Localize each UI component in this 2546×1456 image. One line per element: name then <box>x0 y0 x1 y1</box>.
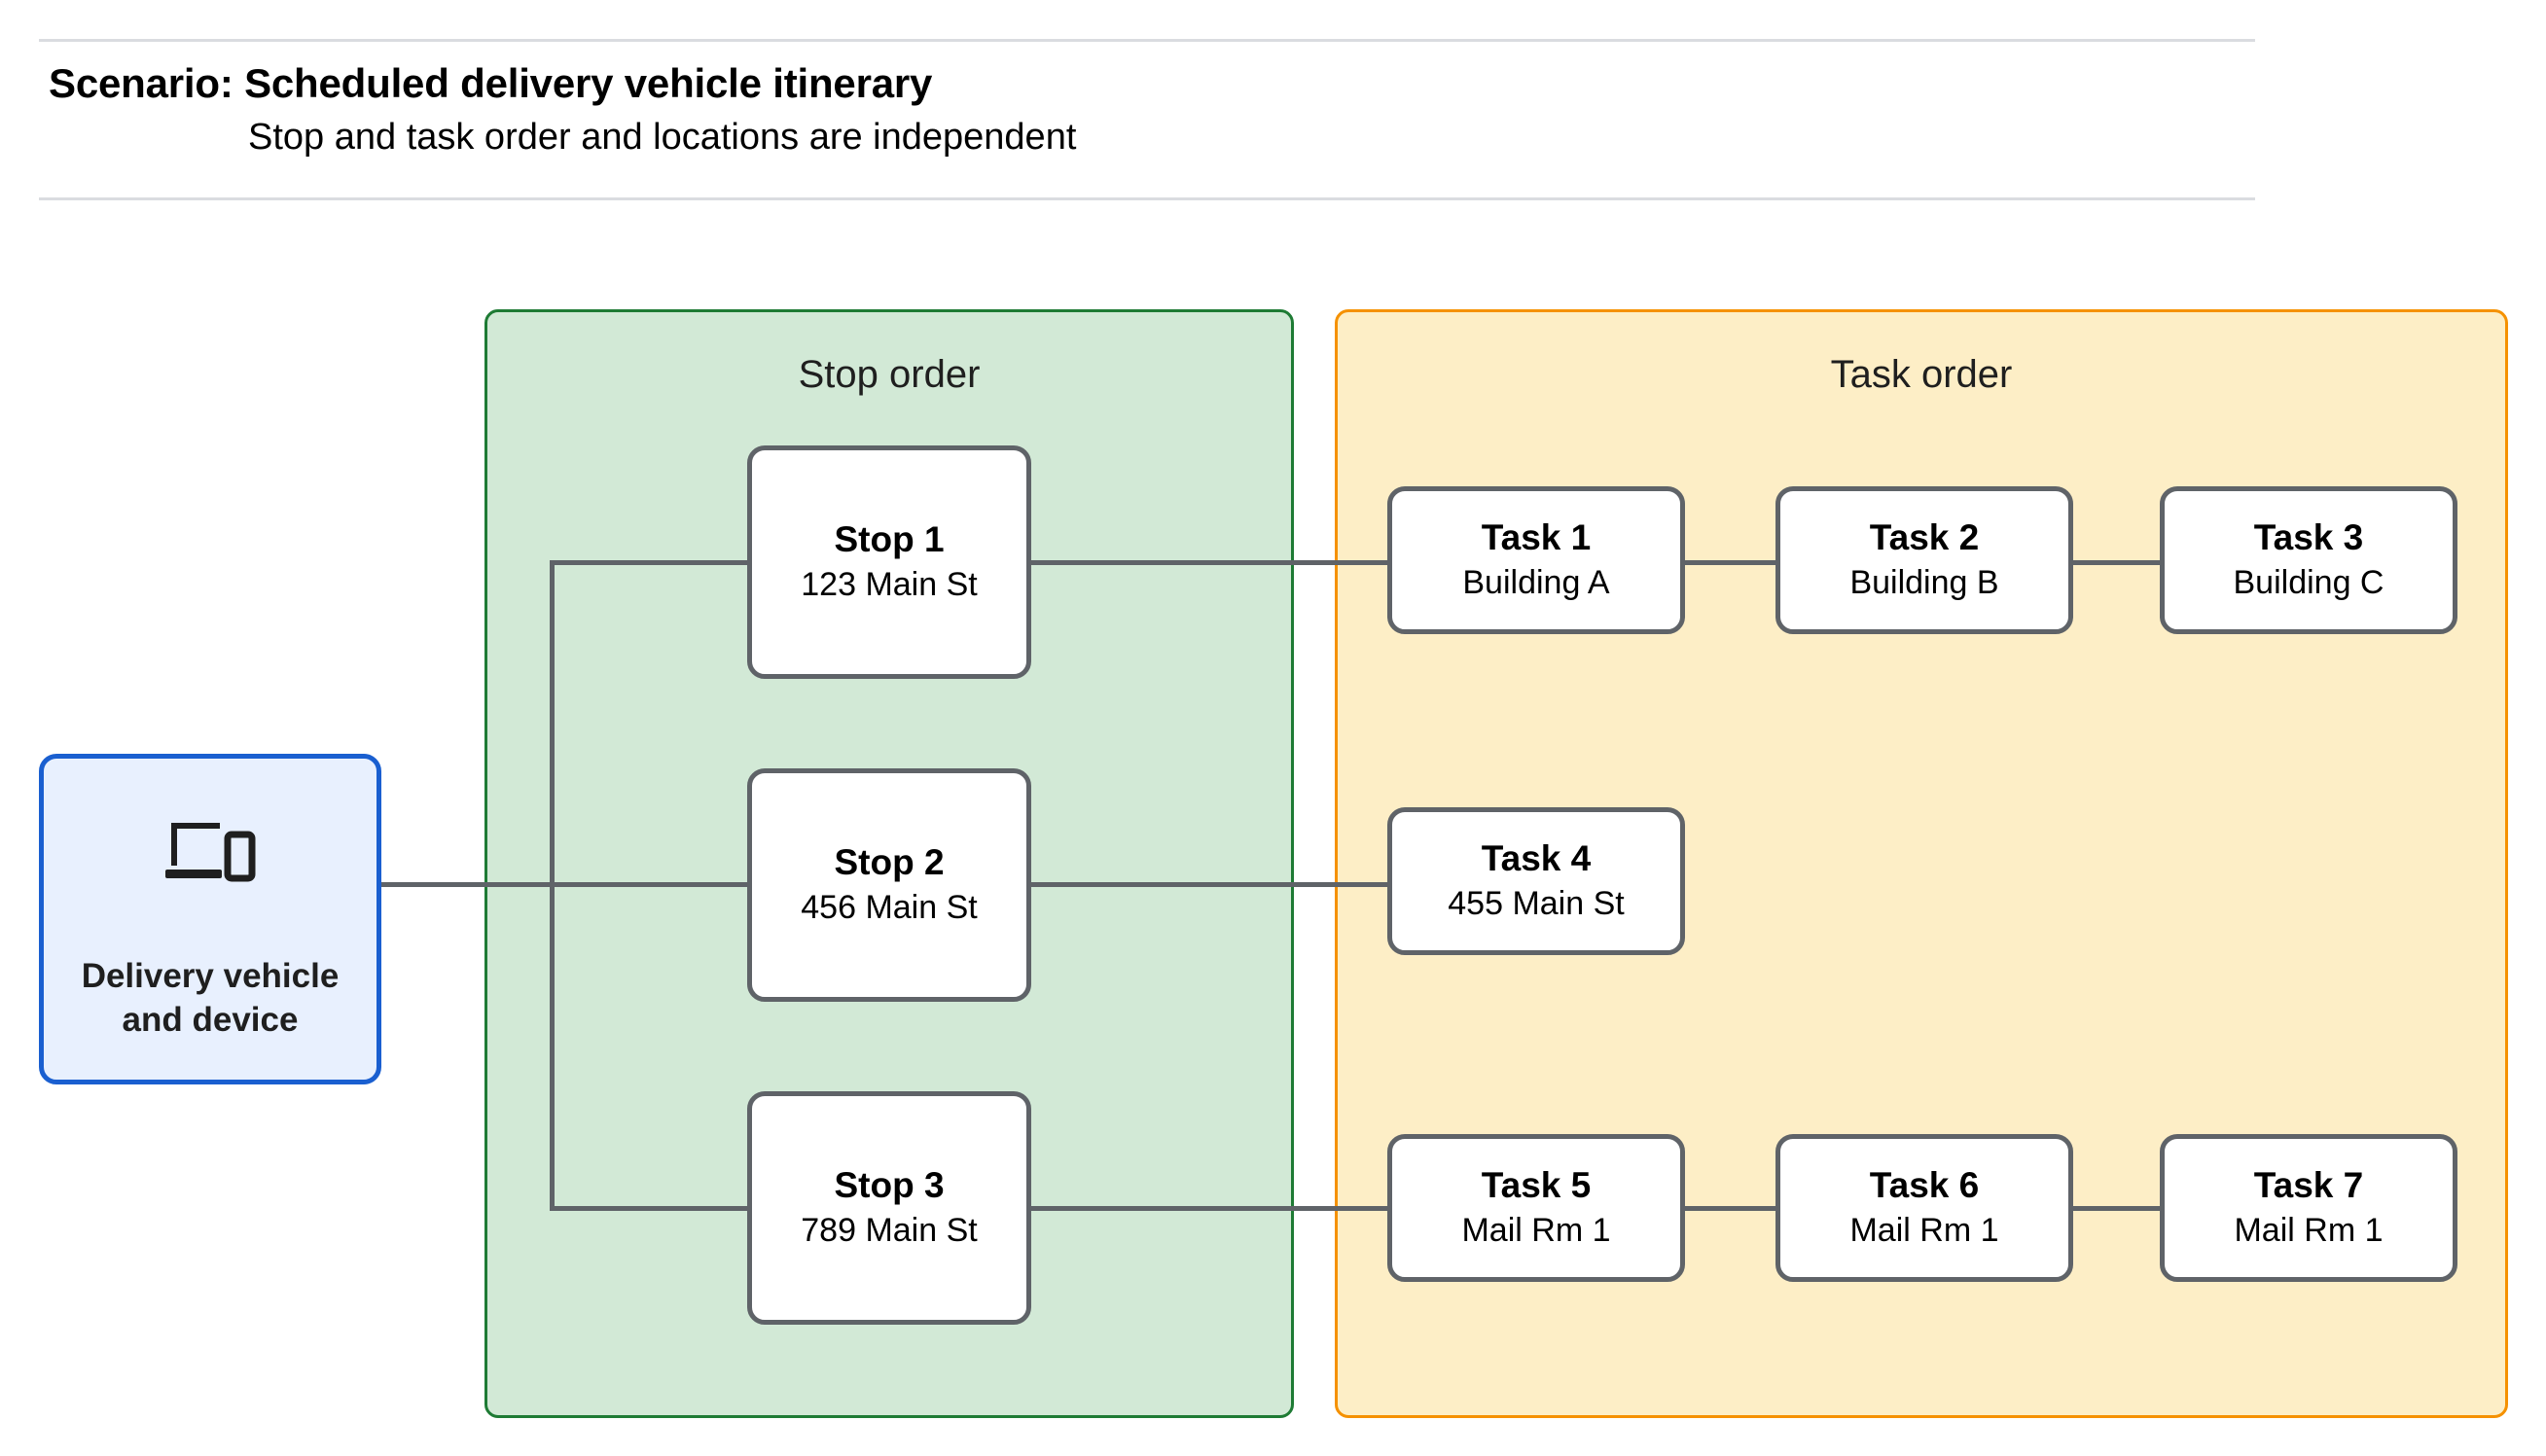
task-card-title: Task 4 <box>1481 838 1592 879</box>
task-order-panel-title: Task order <box>1830 353 2013 396</box>
task-card-3[interactable]: Task 3 Building C <box>2160 486 2457 634</box>
connector-task-5-to-task-6 <box>1680 1206 1780 1211</box>
task-card-location: Building B <box>1849 563 1999 601</box>
delivery-vehicle-node[interactable]: Delivery vehicle and device <box>39 754 381 1084</box>
connector-task-1-to-task-2 <box>1680 560 1780 565</box>
laptop-and-phone-icon <box>165 823 256 882</box>
connector-trunk-to-stop-3 <box>550 1206 750 1211</box>
connector-vehicle-to-trunk <box>381 882 555 887</box>
task-card-location: Mail Rm 1 <box>2234 1211 2384 1249</box>
stop-order-panel-title: Stop order <box>798 353 981 396</box>
connector-trunk-to-stop-1 <box>550 560 750 565</box>
task-card-location: Mail Rm 1 <box>1849 1211 1999 1249</box>
task-card-1[interactable]: Task 1 Building A <box>1387 486 1685 634</box>
connector-stop-1-to-task-1 <box>1027 560 1392 565</box>
header-rule-bottom <box>39 197 2255 200</box>
task-card-2[interactable]: Task 2 Building B <box>1775 486 2073 634</box>
header-rule-top <box>39 39 2255 42</box>
connector-task-2-to-task-3 <box>2068 560 2165 565</box>
stop-card-address: 456 Main St <box>801 888 978 926</box>
connector-trunk-to-stop-2 <box>550 882 750 887</box>
task-card-5[interactable]: Task 5 Mail Rm 1 <box>1387 1134 1685 1282</box>
stop-card-2[interactable]: Stop 2 456 Main St <box>747 768 1031 1002</box>
stop-card-3[interactable]: Stop 3 789 Main St <box>747 1091 1031 1325</box>
page-title: Scenario: Scheduled delivery vehicle iti… <box>49 60 933 106</box>
task-card-4[interactable]: Task 4 455 Main St <box>1387 807 1685 955</box>
task-card-title: Task 5 <box>1481 1165 1592 1206</box>
stop-card-title: Stop 3 <box>834 1165 945 1206</box>
stop-card-title: Stop 2 <box>834 842 945 883</box>
task-card-location: Building C <box>2233 563 2385 601</box>
task-card-7[interactable]: Task 7 Mail Rm 1 <box>2160 1134 2457 1282</box>
delivery-vehicle-label: Delivery vehicle and device <box>81 957 340 1039</box>
task-card-title: Task 3 <box>2253 517 2364 558</box>
stop-card-address: 789 Main St <box>801 1211 978 1249</box>
task-card-title: Task 7 <box>2253 1165 2364 1206</box>
connector-stop-3-to-task-5 <box>1027 1206 1392 1211</box>
connector-stop-2-to-task-4 <box>1027 882 1392 887</box>
task-card-location: 455 Main St <box>1448 884 1625 922</box>
task-card-title: Task 2 <box>1869 517 1980 558</box>
task-card-title: Task 6 <box>1869 1165 1980 1206</box>
stop-card-address: 123 Main St <box>801 565 978 603</box>
task-card-location: Building A <box>1462 563 1610 601</box>
task-card-6[interactable]: Task 6 Mail Rm 1 <box>1775 1134 2073 1282</box>
task-card-location: Mail Rm 1 <box>1461 1211 1611 1249</box>
connector-task-6-to-task-7 <box>2068 1206 2165 1211</box>
task-card-title: Task 1 <box>1481 517 1592 558</box>
stop-card-1[interactable]: Stop 1 123 Main St <box>747 445 1031 679</box>
page-subtitle: Stop and task order and locations are in… <box>248 117 1077 158</box>
stop-card-title: Stop 1 <box>834 519 945 560</box>
